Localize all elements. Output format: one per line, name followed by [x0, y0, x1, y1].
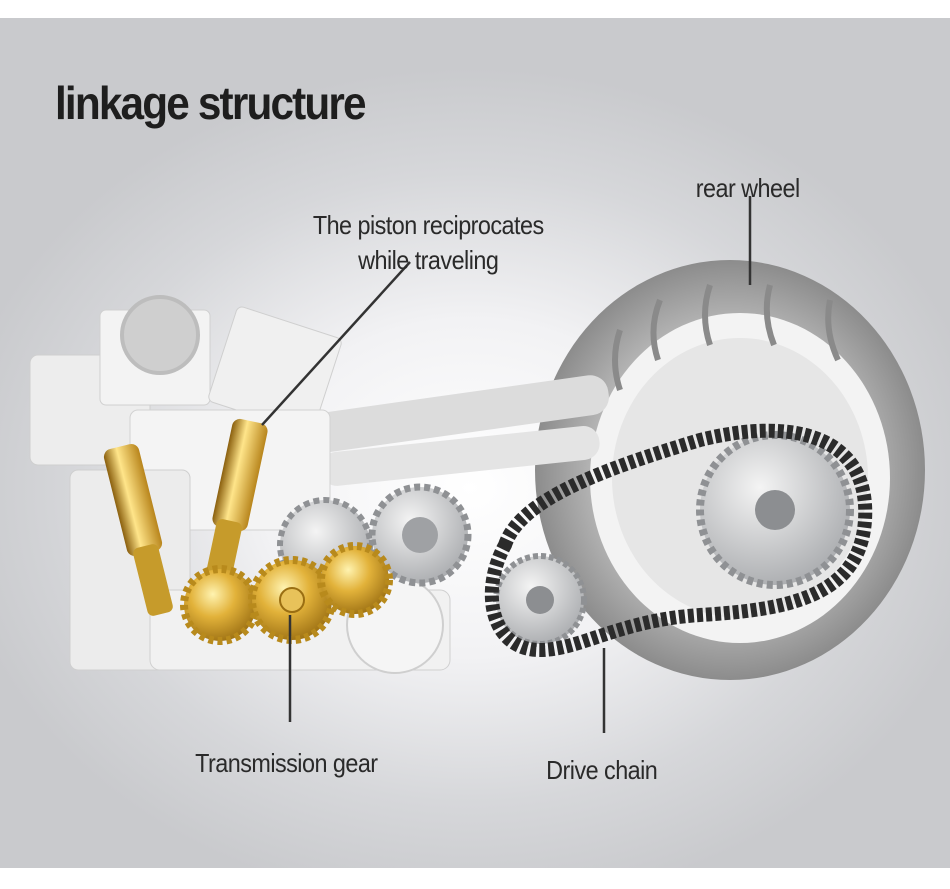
drive-chain-text: Drive chain	[546, 755, 658, 785]
drive-sprockets	[493, 431, 854, 647]
drive-chain	[484, 423, 873, 658]
diagram-stage: linkage structure rear wheel The piston …	[0, 18, 950, 868]
transmission-gear-text: Transmission gear	[195, 748, 378, 778]
rear-wheel-text: rear wheel	[695, 173, 800, 203]
rear-wheel-label: rear wheel	[696, 173, 800, 204]
transmission-gears	[180, 542, 393, 645]
drive-chain-label: Drive chain	[546, 755, 658, 786]
transmission-gear-label: Transmission gear	[195, 748, 378, 779]
page-title: linkage structure	[55, 77, 367, 129]
swing-arm	[301, 375, 609, 486]
piston-leader	[261, 261, 411, 426]
piston-label-line2: while traveling	[358, 245, 499, 275]
piston-label: The piston reciprocates while traveling	[313, 208, 544, 278]
piston-label-line1: The piston reciprocates	[312, 210, 544, 240]
engine-block	[29, 295, 451, 674]
mechanism-illustration	[29, 196, 925, 733]
